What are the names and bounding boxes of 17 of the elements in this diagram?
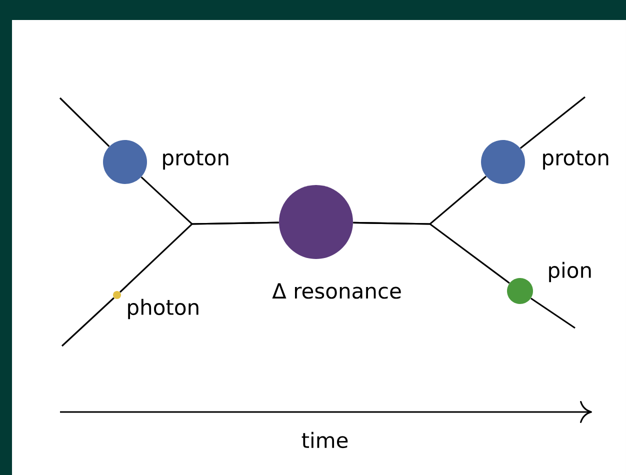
particle-circle bbox=[481, 140, 525, 184]
particle-circle bbox=[103, 140, 147, 184]
particle-line bbox=[530, 298, 576, 329]
particle-circle bbox=[507, 278, 533, 304]
particle-line bbox=[120, 222, 279, 293]
particle-line bbox=[61, 297, 114, 347]
particle-label: photon bbox=[125, 298, 202, 320]
axis-label: time bbox=[302, 432, 348, 448]
particle-label: proton bbox=[160, 149, 231, 171]
particle-circle bbox=[113, 291, 121, 299]
particle-label: proton bbox=[540, 149, 611, 171]
particle-line bbox=[353, 222, 510, 284]
particle-label: Δ resonance bbox=[271, 282, 403, 300]
particle-circle bbox=[279, 185, 353, 259]
particle-line bbox=[59, 97, 110, 147]
particle-line bbox=[520, 96, 586, 149]
particle-label: pion bbox=[546, 260, 594, 284]
